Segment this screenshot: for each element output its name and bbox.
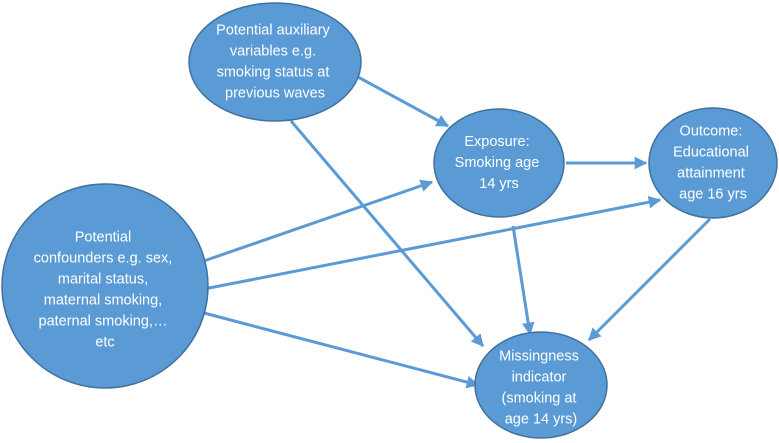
node-confounders-line-5: paternal smoking,… <box>39 313 168 329</box>
node-auxiliary-line-4: previous waves <box>225 85 325 101</box>
node-missingness-line-1: Missingness <box>499 348 579 364</box>
node-missingness-line-2: indicator <box>512 369 567 385</box>
node-auxiliary: Potential auxiliary variables e.g. smoki… <box>188 2 362 122</box>
edge-exposure-to-missingness <box>511 225 535 336</box>
edge-confounders-to-exposure <box>197 179 434 265</box>
edge-auxiliary-to-exposure <box>357 75 450 128</box>
node-outcome-line-3: attainment <box>677 165 745 181</box>
node-outcome-line-2: Educational <box>673 144 749 160</box>
node-confounders-line-4: maternal smoking, <box>44 292 162 308</box>
node-exposure-line-1: Exposure: <box>464 134 529 150</box>
node-outcome-line-4: age 16 yrs <box>679 186 747 202</box>
edge-confounders-to-missingness <box>203 311 480 389</box>
node-exposure-line-2: Smoking age <box>455 155 540 171</box>
node-auxiliary-label: Potential auxiliary variables e.g. smoki… <box>216 22 334 101</box>
node-missingness-line-4: age 14 yrs) <box>505 411 578 427</box>
node-exposure-ellipse <box>433 108 565 218</box>
node-missingness-label: Missingness indicator (smoking at age 14… <box>499 348 583 427</box>
node-confounders-line-2: confounders e.g. sex, <box>34 250 173 266</box>
node-missingness: Missingness indicator (smoking at age 14… <box>474 331 608 439</box>
node-outcome: Outcome: Educational attainment age 16 y… <box>648 107 778 219</box>
edge-confounders-to-outcome <box>203 195 662 291</box>
edge-outcome-to-missingness <box>587 217 712 342</box>
node-exposure-label: Exposure: Smoking age 14 yrs <box>455 134 544 192</box>
edges-layer <box>197 75 712 389</box>
node-missingness-line-3: (smoking at <box>502 390 577 406</box>
node-outcome-label: Outcome: Educational attainment age 16 y… <box>673 123 753 202</box>
node-outcome-line-1: Outcome: <box>680 123 743 139</box>
node-auxiliary-line-2: variables e.g. <box>230 43 316 59</box>
node-confounders-line-1: Potential <box>75 229 131 245</box>
node-missingness-ellipse <box>474 331 608 439</box>
node-auxiliary-line-3: smoking status at <box>217 64 330 80</box>
node-confounders-line-6: etc <box>95 334 114 350</box>
node-exposure: Exposure: Smoking age 14 yrs <box>433 108 565 218</box>
node-confounders-label: Potential confounders e.g. sex, marital … <box>34 229 177 350</box>
node-auxiliary-line-1: Potential auxiliary <box>216 22 330 38</box>
node-auxiliary-ellipse <box>188 2 362 122</box>
node-confounders-line-3: marital status, <box>58 271 148 287</box>
node-confounders: Potential confounders e.g. sex, marital … <box>1 183 209 389</box>
node-outcome-ellipse <box>648 107 778 219</box>
node-exposure-line-3: 14 yrs <box>479 176 519 192</box>
node-confounders-ellipse <box>1 183 209 389</box>
edge-auxiliary-to-missingness <box>289 120 485 347</box>
